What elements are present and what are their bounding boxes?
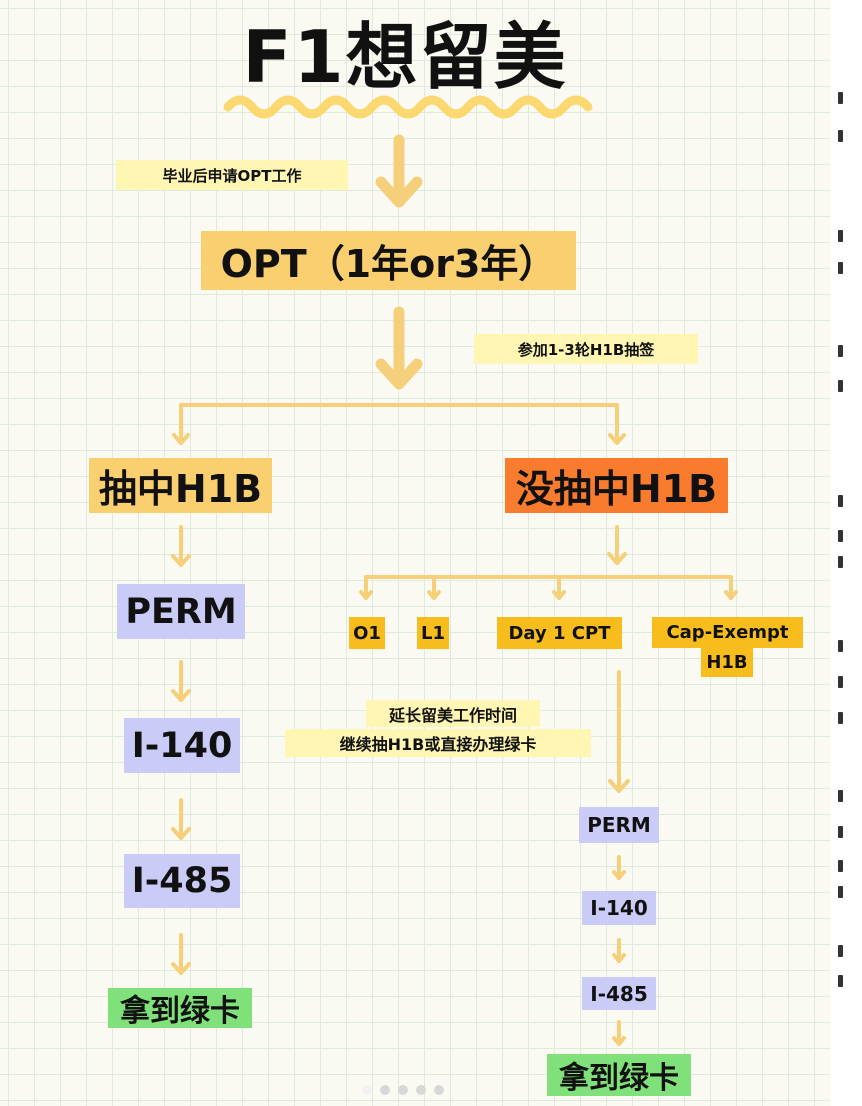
arrow-title-to-opt (375, 134, 423, 208)
carousel-dot[interactable] (380, 1085, 390, 1095)
strip-mark (838, 712, 843, 724)
carousel-dot[interactable] (362, 1085, 372, 1095)
carousel-dot[interactable] (416, 1085, 426, 1095)
strip-mark (838, 92, 843, 104)
strip-mark (838, 380, 843, 392)
node-opt: OPT（1年or3年） (201, 231, 576, 290)
node-left-i485: I-485 (124, 854, 240, 908)
strip-mark (838, 495, 843, 507)
strip-mark (838, 230, 843, 242)
node-cap-exempt-line1: Cap-Exempt (652, 617, 803, 648)
connector-layer (171, 95, 738, 1046)
strip-mark (838, 640, 843, 652)
node-right-perm: PERM (579, 807, 659, 843)
right-split-connector (359, 525, 738, 600)
right-chain-arrows (608, 670, 630, 1046)
node-h1b-not-selected: 没抽中H1B (505, 458, 728, 513)
left-chain-arrows (171, 525, 191, 975)
node-l1: L1 (417, 617, 449, 649)
node-right-i140: I-140 (582, 891, 656, 925)
node-cap-exempt-line2: H1B (701, 648, 753, 677)
strip-mark (838, 530, 843, 542)
carousel-dot[interactable] (434, 1085, 444, 1095)
label-graduate-opt: 毕业后申请OPT工作 (116, 160, 348, 190)
adjacent-page-strip (830, 0, 862, 1106)
node-h1b-selected: 抽中H1B (89, 458, 272, 513)
node-left-perm: PERM (117, 584, 245, 639)
arrow-opt-to-lottery (375, 306, 423, 390)
split-connector (172, 403, 626, 445)
carousel-dot[interactable] (398, 1085, 408, 1095)
strip-mark (838, 945, 843, 957)
label-extend-line1: 延长留美工作时间 (366, 700, 540, 727)
title-squiggle (223, 95, 593, 119)
strip-mark (838, 345, 843, 357)
label-lottery: 参加1-3轮H1B抽签 (474, 334, 698, 364)
node-o1: O1 (349, 617, 385, 649)
strip-mark (838, 860, 843, 872)
strip-mark (838, 676, 843, 688)
strip-mark (838, 886, 843, 898)
node-day1cpt: Day 1 CPT (497, 617, 622, 649)
diagram-canvas: F1想留美 (0, 0, 830, 1106)
carousel-dots (362, 1085, 444, 1095)
strip-mark (838, 975, 843, 987)
node-right-green-card: 拿到绿卡 (547, 1054, 691, 1096)
node-left-i140: I-140 (124, 718, 240, 773)
node-left-green-card: 拿到绿卡 (108, 988, 252, 1029)
label-extend-line2: 继续抽H1B或直接办理绿卡 (285, 729, 591, 757)
strip-mark (838, 130, 843, 142)
page-title: F1想留美 (242, 15, 568, 99)
strip-mark (838, 556, 843, 568)
node-right-i485: I-485 (582, 977, 656, 1010)
strip-mark (838, 790, 843, 802)
strip-mark (838, 262, 843, 274)
strip-mark (838, 826, 843, 838)
